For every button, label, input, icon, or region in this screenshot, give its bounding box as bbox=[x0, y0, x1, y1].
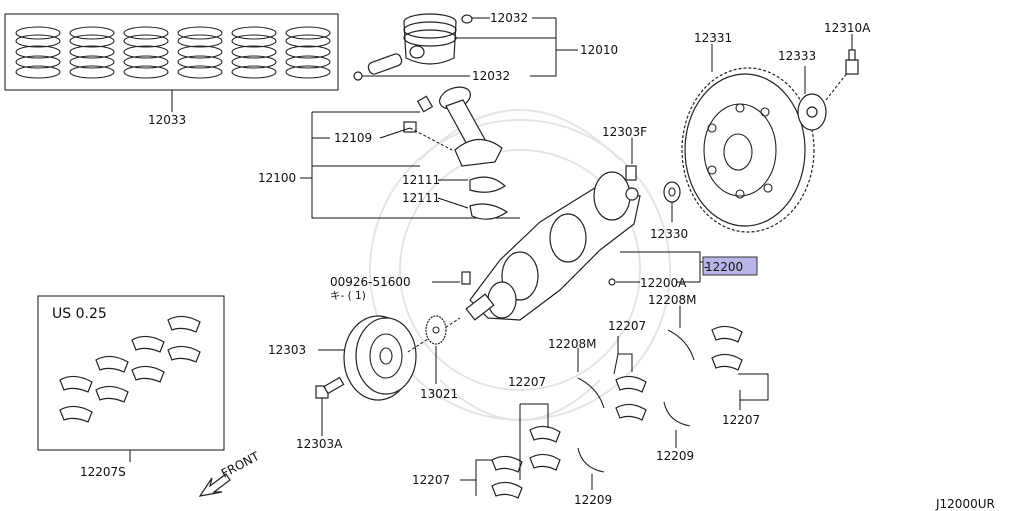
callout-12331[interactable]: 12331 bbox=[694, 31, 732, 45]
piston-ring-set-box bbox=[4, 13, 339, 112]
bearing-box-title: US 0.25 bbox=[52, 306, 107, 322]
callout-13021[interactable]: 13021 bbox=[420, 387, 458, 401]
dash-12200: - bbox=[704, 260, 708, 274]
woodruff-key bbox=[432, 271, 471, 285]
callout-12100[interactable]: 12100 bbox=[258, 171, 296, 185]
callout-12209-bottom[interactable]: 12209 bbox=[574, 493, 612, 507]
callout-12207-mid[interactable]: 12207 bbox=[608, 319, 646, 333]
rod-cap bbox=[469, 176, 509, 220]
callout-12109[interactable]: 12109 bbox=[334, 131, 372, 145]
crank-pulley bbox=[343, 315, 417, 401]
flywheel-bolt bbox=[845, 49, 859, 75]
connecting-rod-assembly bbox=[300, 86, 520, 220]
piston-ring-sets bbox=[15, 26, 331, 79]
callout-00926-qty: キ- ( 1) bbox=[330, 290, 366, 302]
ring-set-1 bbox=[15, 26, 61, 79]
snap-ring-lower bbox=[353, 71, 363, 81]
callout-12207-right[interactable]: 12207 bbox=[722, 413, 760, 427]
front-label: FRONT bbox=[219, 449, 262, 481]
ring-set-4 bbox=[177, 26, 223, 79]
crank-plug bbox=[608, 278, 616, 286]
thrust-washers bbox=[577, 329, 695, 473]
bearing-leaders bbox=[460, 306, 769, 496]
rod-bolt-lower bbox=[403, 121, 417, 133]
callout-12207S[interactable]: 12207S bbox=[80, 465, 126, 479]
rod-bolt-upper bbox=[416, 95, 434, 113]
callout-12111-lower[interactable]: 12111 bbox=[402, 191, 440, 205]
ring-set-3 bbox=[123, 26, 169, 79]
callout-12208M-left[interactable]: 12208M bbox=[548, 337, 597, 351]
callout-12303[interactable]: 12303 bbox=[268, 343, 306, 357]
piston-pin bbox=[367, 53, 403, 75]
callout-12200A[interactable]: 12200A bbox=[640, 276, 687, 290]
callout-12208M-right[interactable]: 12208M bbox=[648, 293, 697, 307]
diagram-code: J12000UR bbox=[935, 497, 995, 511]
callout-12303F[interactable]: 12303F bbox=[602, 125, 647, 139]
callout-12207-left[interactable]: 12207 bbox=[508, 375, 546, 389]
callout-12330[interactable]: 12330 bbox=[650, 227, 688, 241]
piston-assembly bbox=[353, 13, 578, 81]
connecting-rod bbox=[438, 86, 503, 167]
highlighted-part-12200[interactable]: 12200 bbox=[702, 256, 758, 276]
callout-12333[interactable]: 12333 bbox=[778, 49, 816, 63]
callout-12303A[interactable]: 12303A bbox=[296, 437, 343, 451]
crank-sprocket bbox=[425, 315, 447, 384]
crank-spacer bbox=[663, 181, 681, 222]
piston bbox=[403, 13, 457, 65]
callout-12010[interactable]: 12010 bbox=[580, 43, 618, 57]
callout-12310A[interactable]: 12310A bbox=[824, 21, 871, 35]
callout-12207-bottom[interactable]: 12207 bbox=[412, 473, 450, 487]
callout-12032-lower[interactable]: 12032 bbox=[472, 69, 510, 83]
flywheel bbox=[684, 73, 806, 227]
ring-set-6 bbox=[285, 26, 331, 79]
undersize-bearing-box bbox=[37, 295, 225, 462]
callout-12200[interactable]: 12200 bbox=[705, 260, 743, 274]
callout-12209-right[interactable]: 12209 bbox=[656, 449, 694, 463]
main-bearings bbox=[491, 325, 743, 499]
pilot-bushing bbox=[625, 138, 637, 181]
snap-ring-upper bbox=[461, 14, 473, 24]
callout-00926-51600[interactable]: 00926-51600 bbox=[330, 275, 411, 289]
callout-12032-upper[interactable]: 12032 bbox=[490, 11, 528, 25]
callout-12033[interactable]: 12033 bbox=[148, 113, 186, 127]
pulley-bolt bbox=[315, 376, 345, 399]
front-arrow-icon bbox=[198, 473, 231, 497]
ring-set-2 bbox=[69, 26, 115, 79]
flywheel-plate bbox=[797, 93, 827, 131]
ring-set-5 bbox=[231, 26, 277, 79]
callout-12111-upper[interactable]: 12111 bbox=[402, 173, 440, 187]
flywheel-assembly bbox=[681, 34, 859, 233]
crankshaft bbox=[465, 171, 641, 321]
